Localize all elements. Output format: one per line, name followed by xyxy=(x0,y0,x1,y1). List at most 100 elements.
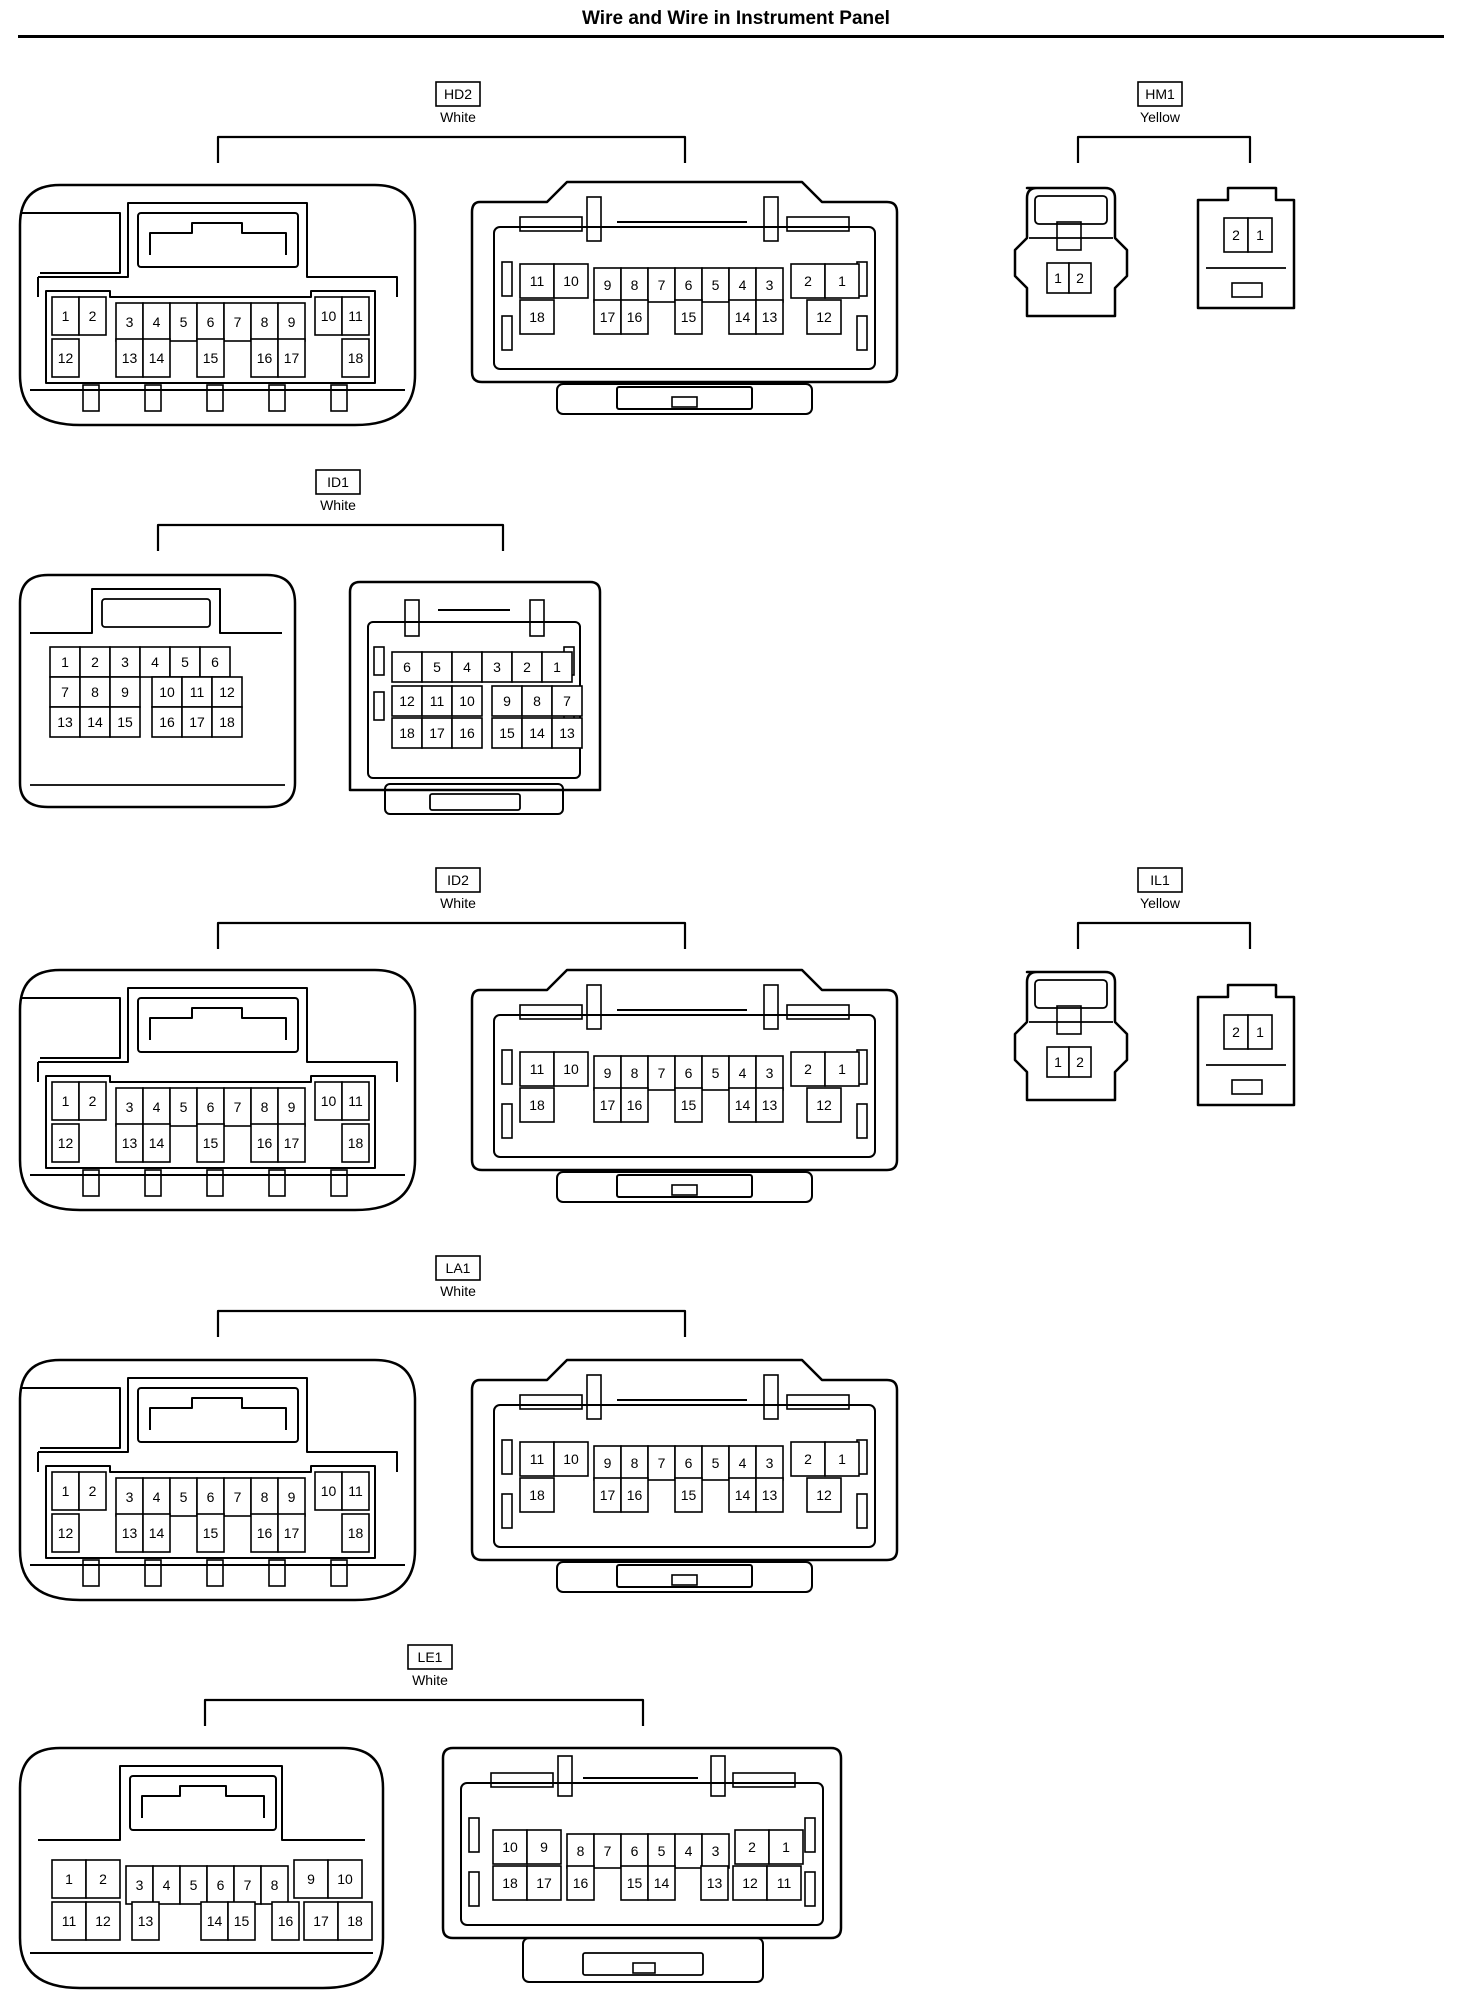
pin-number: 7 xyxy=(658,1455,666,1471)
terminal-cell xyxy=(553,1441,589,1477)
outline xyxy=(137,997,299,1053)
pin-number: 1 xyxy=(1054,270,1062,286)
pin-number: 3 xyxy=(126,314,134,330)
pin-number: 9 xyxy=(540,1839,548,1855)
pin-number: 17 xyxy=(284,1525,300,1541)
terminal-cell xyxy=(341,296,370,336)
pin-number: 8 xyxy=(271,1877,279,1893)
terminal-cell xyxy=(1247,217,1273,253)
pin-number: 17 xyxy=(313,1913,329,1929)
pin-number: 18 xyxy=(529,1097,545,1113)
outline xyxy=(710,1755,726,1797)
pin-number: 2 xyxy=(748,1839,756,1855)
pin-number: 1 xyxy=(62,308,70,324)
pin-number: 18 xyxy=(529,309,545,325)
outline xyxy=(1034,195,1108,225)
outline xyxy=(786,1004,850,1020)
terminal-cell xyxy=(115,1087,144,1127)
outline xyxy=(470,180,899,384)
pin-number: 14 xyxy=(207,1913,223,1929)
terminal-cell xyxy=(131,1901,160,1941)
pin-number: 9 xyxy=(288,1099,296,1115)
connector-color: White xyxy=(440,109,476,125)
terminal-cell xyxy=(85,1859,121,1899)
pin-number: 14 xyxy=(149,1135,165,1151)
outline xyxy=(373,691,385,721)
outline xyxy=(460,1782,824,1926)
pin-number: 15 xyxy=(203,350,219,366)
terminal-cell xyxy=(1068,262,1092,294)
terminal-cell xyxy=(620,299,649,335)
terminal-cell xyxy=(519,299,555,335)
outline xyxy=(149,222,287,255)
pin-number: 16 xyxy=(573,1875,589,1891)
terminal-cell xyxy=(620,1087,649,1123)
pin-number: 12 xyxy=(58,1525,74,1541)
pin-number: 10 xyxy=(321,308,337,324)
terminal-cell xyxy=(553,1051,589,1087)
terminal-cell xyxy=(755,1445,784,1481)
pin-number: 15 xyxy=(681,1097,697,1113)
terminal-cell xyxy=(755,267,784,303)
pin-number: 1 xyxy=(838,1451,846,1467)
outline xyxy=(330,1559,348,1587)
outline xyxy=(856,1493,868,1529)
pin-number: 12 xyxy=(816,1487,832,1503)
terminal-cell xyxy=(593,299,622,335)
pin-number: 5 xyxy=(433,659,441,675)
pin-number: 7 xyxy=(604,1843,612,1859)
terminal-cell xyxy=(260,1865,289,1905)
pin-number: 13 xyxy=(122,1525,138,1541)
terminal-cell xyxy=(233,1865,262,1905)
outline xyxy=(493,1014,876,1158)
terminal-cell xyxy=(79,646,111,678)
outline xyxy=(1034,979,1108,1009)
outline xyxy=(20,212,121,274)
pin-number: 11 xyxy=(348,308,363,324)
outline xyxy=(671,396,698,408)
pin-number: 8 xyxy=(631,277,639,293)
outline xyxy=(429,793,521,811)
outline xyxy=(82,384,100,412)
outline xyxy=(45,290,376,384)
terminal-cell xyxy=(78,296,107,336)
terminal-cell xyxy=(115,1123,144,1163)
outline xyxy=(586,1374,602,1420)
terminal-cell xyxy=(647,267,676,303)
outline xyxy=(82,1559,100,1587)
terminal-cell xyxy=(199,646,231,678)
pin-number: 6 xyxy=(217,1877,225,1893)
outline xyxy=(786,216,850,232)
terminal-cell xyxy=(551,685,583,717)
pin-number: 5 xyxy=(190,1877,198,1893)
pin-number: 2 xyxy=(1232,1024,1240,1040)
outline xyxy=(268,1559,286,1587)
terminal-cell xyxy=(250,1123,279,1163)
terminal-cell xyxy=(169,1477,198,1517)
terminal-cell xyxy=(211,706,243,738)
terminal-cell xyxy=(824,263,860,299)
terminal-cell xyxy=(196,1477,225,1517)
outline xyxy=(470,968,899,1172)
outline xyxy=(268,384,286,412)
pin-number: 13 xyxy=(57,714,73,730)
outline xyxy=(20,1387,121,1449)
terminal-cell xyxy=(169,1087,198,1127)
outline xyxy=(20,997,121,1059)
pin-number: 10 xyxy=(159,684,175,700)
pin-number: 5 xyxy=(658,1843,666,1859)
terminal-cell xyxy=(277,1087,306,1127)
terminal-cell xyxy=(1223,1014,1249,1050)
outline xyxy=(82,1169,100,1197)
pin-number: 10 xyxy=(563,1451,579,1467)
pin-number: 16 xyxy=(257,1525,273,1541)
